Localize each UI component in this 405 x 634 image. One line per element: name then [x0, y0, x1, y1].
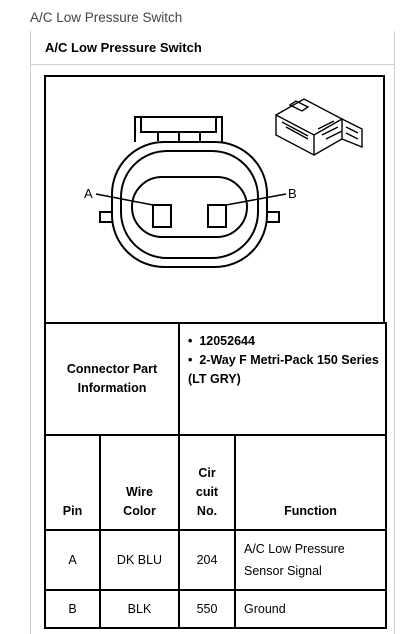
function-cell: Ground	[234, 589, 387, 629]
header-function: Function	[234, 434, 387, 531]
header-circuit: Cir cuit No.	[178, 434, 236, 531]
connector-part-info-table: Connector Part Information • 12052644 • …	[44, 322, 387, 436]
pin-cell: B	[44, 589, 101, 629]
connector-drawing: A B	[44, 75, 385, 323]
pin-table: Pin Wire Color Cir cuit No. Function A D…	[44, 434, 387, 629]
connector-part-label: Connector Part Information	[44, 322, 180, 436]
wire-color-cell: DK BLU	[99, 529, 180, 591]
content-frame	[30, 31, 395, 634]
pin-a-callout: A	[84, 186, 93, 201]
wire-color-cell: BLK	[99, 589, 180, 629]
pin-cell: A	[44, 529, 101, 591]
connector-type-item: • 2-Way F Metri-Pack 150 Series (LT GRY)	[188, 353, 379, 386]
part-number-item: • 12052644	[188, 334, 255, 348]
header-pin: Pin	[44, 434, 101, 531]
table-row: A DK BLU 204 A/C Low Pressure Sensor Sig…	[44, 529, 387, 591]
title-divider	[30, 64, 395, 65]
pin-b-callout: B	[288, 186, 297, 201]
part-number: 12052644	[199, 334, 255, 348]
pin-table-header: Pin Wire Color Cir cuit No. Function	[44, 434, 387, 531]
page-title: A/C Low Pressure Switch	[30, 10, 183, 25]
table-row: B BLK 550 Ground	[44, 589, 387, 629]
function-cell: A/C Low Pressure Sensor Signal	[234, 529, 387, 591]
connector-face-diagram: A B	[84, 98, 363, 268]
connector-type: 2-Way F Metri-Pack 150 Series (LT GRY)	[188, 353, 379, 386]
connector-part-values: • 12052644 • 2-Way F Metri-Pack 150 Seri…	[178, 322, 387, 436]
box-title: A/C Low Pressure Switch	[45, 40, 202, 55]
connector-iso-icon	[274, 98, 363, 157]
circuit-cell: 550	[178, 589, 236, 629]
circuit-cell: 204	[178, 529, 236, 591]
header-wire-color: Wire Color	[99, 434, 180, 531]
